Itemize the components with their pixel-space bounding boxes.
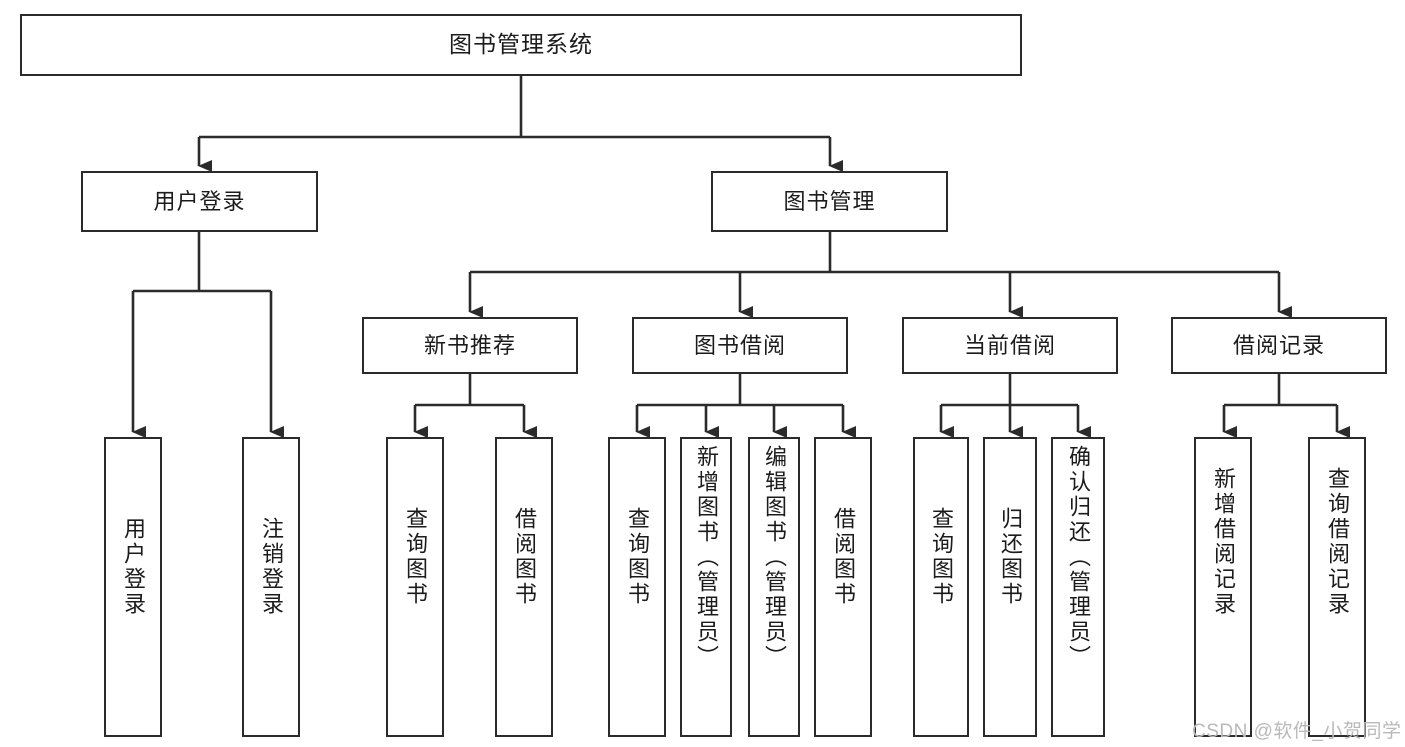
node-root-book-management-system[interactable]: 图书管理系统 [20, 14, 1022, 76]
leaf-borrow-book-new-recommend[interactable]: 借阅图书 [495, 437, 553, 737]
node-label: 归还图书 [998, 507, 1023, 607]
node-current-borrow[interactable]: 当前借阅 [902, 317, 1118, 374]
node-label: 图书管理 [783, 188, 876, 214]
node-label: 用户登录 [153, 188, 246, 214]
node-user-login[interactable]: 用户登录 [81, 171, 318, 232]
leaf-edit-book-admin[interactable]: 编辑图书（管理员） [748, 437, 800, 737]
node-label: 借阅记录 [1232, 332, 1325, 358]
leaf-query-book-borrow[interactable]: 查询图书 [608, 437, 666, 737]
leaf-logout-login[interactable]: 注销登录 [242, 437, 300, 737]
node-label: 图书管理系统 [449, 31, 593, 58]
node-label: 新增图书（管理员） [694, 445, 719, 670]
node-label: 查询图书 [403, 507, 428, 607]
node-label: 注销登录 [259, 517, 284, 617]
leaf-confirm-return-admin[interactable]: 确认归还（管理员） [1051, 437, 1105, 737]
leaf-query-book-new-recommend[interactable]: 查询图书 [386, 437, 444, 737]
leaf-return-book[interactable]: 归还图书 [983, 437, 1037, 737]
node-new-book-recommend[interactable]: 新书推荐 [362, 317, 578, 374]
node-book-borrow[interactable]: 图书借阅 [632, 317, 848, 374]
node-label: 用户登录 [121, 517, 146, 617]
leaf-add-borrow-record[interactable]: 新增借阅记录 [1194, 437, 1252, 737]
leaf-query-borrow-record[interactable]: 查询借阅记录 [1308, 437, 1366, 737]
node-label: 新书推荐 [423, 332, 516, 358]
node-label: 借阅图书 [831, 507, 856, 607]
node-label: 新增借阅记录 [1211, 467, 1236, 617]
node-label: 确认归还（管理员） [1066, 445, 1091, 670]
leaf-borrow-book-borrow[interactable]: 借阅图书 [814, 437, 872, 737]
node-label: 查询图书 [625, 507, 650, 607]
node-label: 编辑图书（管理员） [762, 445, 787, 670]
node-label: 查询借阅记录 [1325, 467, 1350, 617]
leaf-user-login[interactable]: 用户登录 [104, 437, 162, 737]
node-book-management[interactable]: 图书管理 [711, 171, 948, 232]
node-label: 图书借阅 [693, 332, 786, 358]
node-label: 借阅图书 [512, 507, 537, 607]
node-borrow-record[interactable]: 借阅记录 [1171, 317, 1387, 374]
node-label: 当前借阅 [963, 332, 1056, 358]
node-label: 查询图书 [929, 507, 954, 607]
leaf-query-book-current[interactable]: 查询图书 [913, 437, 969, 737]
csdn-watermark: CSDN @软件_小贺同学 [1192, 721, 1402, 742]
leaf-add-book-admin[interactable]: 新增图书（管理员） [680, 437, 732, 737]
